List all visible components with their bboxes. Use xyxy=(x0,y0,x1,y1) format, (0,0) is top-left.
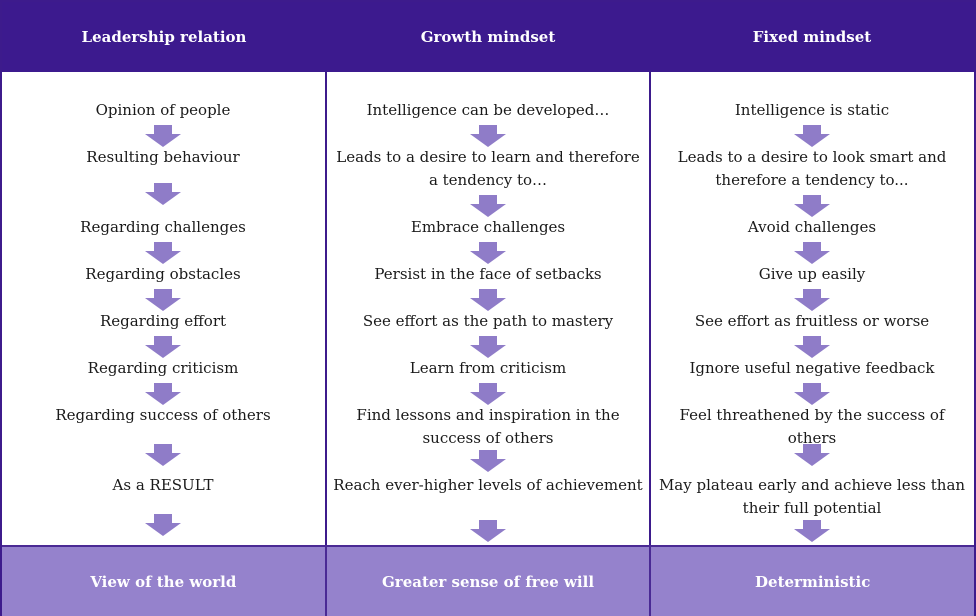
fixed-item: Ignore useful negative feedback xyxy=(689,359,935,377)
header-leadership-relation: Leadership relation xyxy=(81,28,247,46)
growth-item: Embrace challenges xyxy=(410,218,566,236)
growth-item: Find lessons and inspiration in the succ… xyxy=(356,406,620,447)
growth-item: See effort as the path to mastery xyxy=(362,312,614,330)
growth-item: Leads to a desire to learn and therefore… xyxy=(336,148,640,189)
leadership-item: Regarding challenges xyxy=(80,218,246,236)
header-row: Leadership relation Growth mindset Fixed… xyxy=(2,2,974,72)
growth-item: Reach ever-higher levels of achievement xyxy=(333,476,643,494)
footer-view-of-world: View of the world xyxy=(90,572,237,591)
growth-item: Intelligence can be developed… xyxy=(366,101,610,119)
down-arrow-icon xyxy=(794,336,830,358)
column-divider xyxy=(325,72,327,614)
footer-deterministic: Deterministic xyxy=(755,572,871,591)
down-arrow-icon xyxy=(794,444,830,466)
leadership-item: Resulting behaviour xyxy=(86,148,240,166)
header-growth-mindset: Growth mindset xyxy=(420,28,556,46)
down-arrow-icon xyxy=(145,289,181,311)
leadership-item: Regarding success of others xyxy=(55,406,271,424)
growth-column: Intelligence can be developed… Leads to … xyxy=(327,72,649,545)
down-arrow-icon xyxy=(470,383,506,405)
fixed-item: May plateau early and achieve less than … xyxy=(658,476,966,517)
down-arrow-icon xyxy=(794,289,830,311)
down-arrow-icon xyxy=(145,514,181,536)
down-arrow-icon xyxy=(470,450,506,472)
down-arrow-icon xyxy=(794,383,830,405)
fixed-item: Intelligence is static xyxy=(734,101,890,119)
down-arrow-icon xyxy=(794,520,830,542)
down-arrow-icon xyxy=(470,520,506,542)
down-arrow-icon xyxy=(794,195,830,217)
leadership-item: Opinion of people xyxy=(95,101,231,119)
footer-free-will: Greater sense of free will xyxy=(324,547,652,616)
down-arrow-icon xyxy=(145,444,181,466)
fixed-item: Avoid challenges xyxy=(747,218,877,236)
down-arrow-icon xyxy=(470,289,506,311)
fixed-item: Leads to a desire to look smart and ther… xyxy=(677,148,947,189)
fixed-item: See effort as fruitless or worse xyxy=(694,312,930,330)
down-arrow-icon xyxy=(470,195,506,217)
column-divider xyxy=(649,72,651,614)
down-arrow-icon xyxy=(794,125,830,147)
header-fixed-mindset: Fixed mindset xyxy=(752,28,872,46)
down-arrow-icon xyxy=(145,336,181,358)
growth-item: Learn from criticism xyxy=(409,359,567,377)
leadership-item: Regarding effort xyxy=(99,312,227,330)
down-arrow-icon xyxy=(145,125,181,147)
leadership-column: Opinion of people Resulting behaviour Re… xyxy=(2,72,324,545)
down-arrow-icon xyxy=(470,125,506,147)
down-arrow-icon xyxy=(794,242,830,264)
down-arrow-icon xyxy=(145,183,181,205)
growth-item: Persist in the face of setbacks xyxy=(374,265,602,283)
down-arrow-icon xyxy=(145,242,181,264)
down-arrow-icon xyxy=(470,336,506,358)
leadership-item: Regarding criticism xyxy=(87,359,239,377)
down-arrow-icon xyxy=(470,242,506,264)
footer-row: View of the world Greater sense of free … xyxy=(2,545,974,616)
fixed-item: Give up easily xyxy=(758,265,866,283)
leadership-item: As a RESULT xyxy=(112,476,214,494)
down-arrow-icon xyxy=(145,383,181,405)
fixed-column: Intelligence is static Leads to a desire… xyxy=(651,72,973,545)
fixed-item: Feel threathened by the success of other… xyxy=(679,406,945,447)
leadership-item: Regarding obstacles xyxy=(85,265,241,283)
